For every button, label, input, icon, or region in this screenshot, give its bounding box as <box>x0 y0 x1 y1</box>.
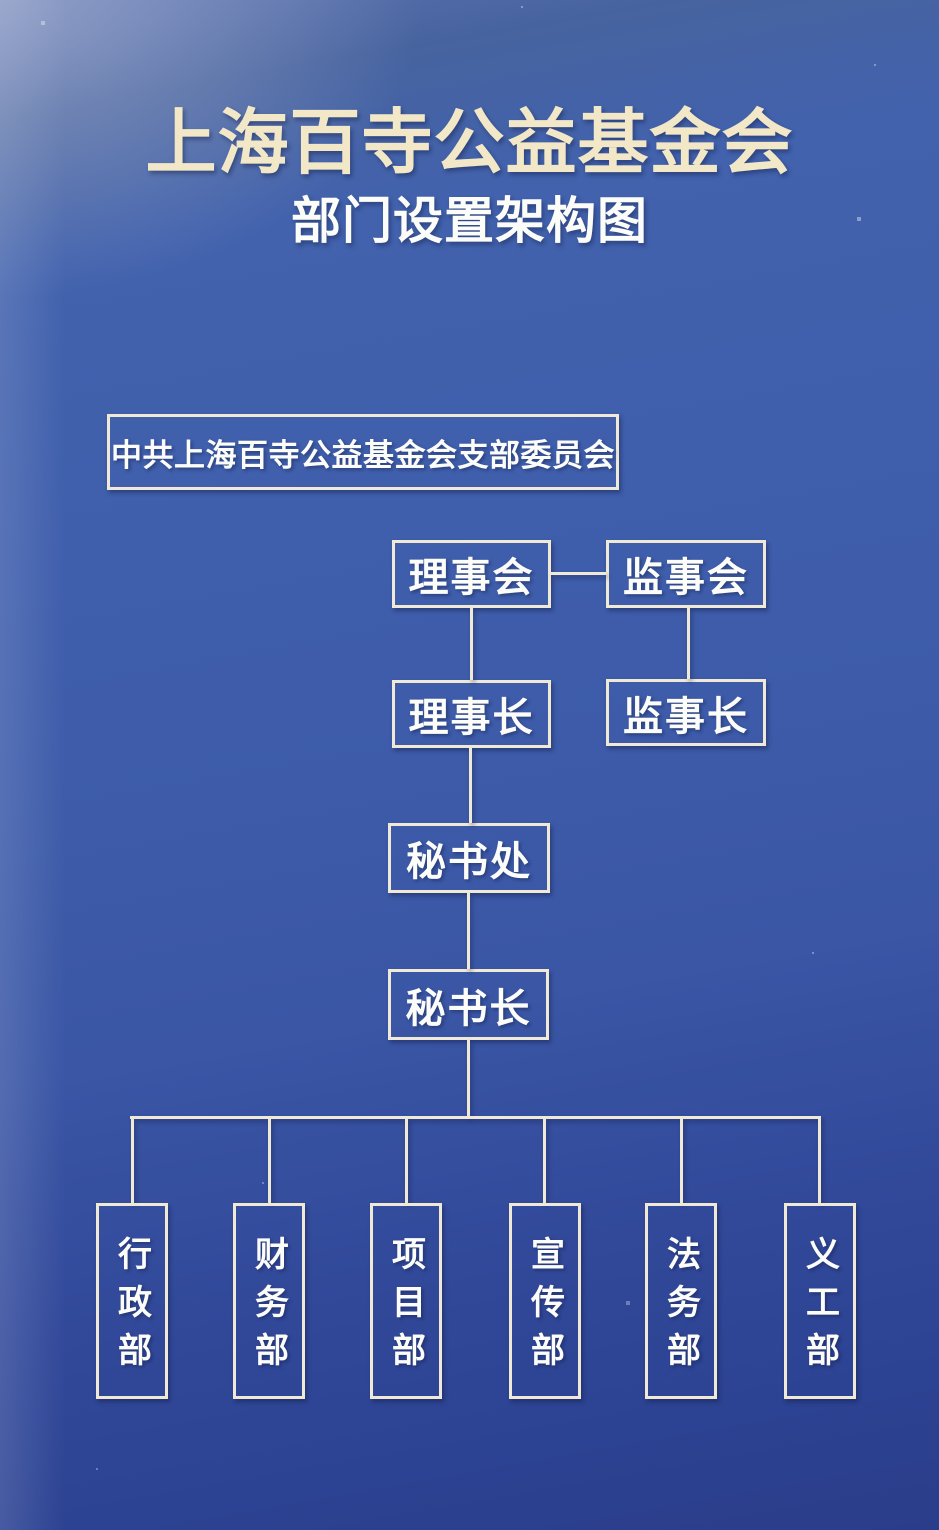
chart-subtitle: 部门设置架构图 <box>291 193 648 249</box>
connector-stub-admin <box>131 1119 134 1203</box>
dept-publicity-label: 宣传部 <box>525 1236 564 1380</box>
connector-stub-publicity <box>543 1119 546 1203</box>
secretariat-label: 秘书处 <box>406 840 532 884</box>
connector-stub-project <box>405 1119 408 1203</box>
foundation-title: 上海百寺公益基金会 <box>145 105 794 183</box>
node-supervisory-board: 监事会 <box>606 540 766 608</box>
node-dept-finance: 财务部 <box>233 1203 305 1399</box>
dept-volunteer-label: 义工部 <box>800 1236 839 1380</box>
connector-stub-legal <box>680 1119 683 1203</box>
connector-secretariat-secretary-general <box>467 893 470 969</box>
node-party-committee: 中共上海百寺公益基金会支部委员会 <box>107 414 619 490</box>
council-label: 理事会 <box>408 556 535 600</box>
node-dept-admin: 行政部 <box>96 1203 168 1399</box>
supervisory-board-label: 监事会 <box>623 556 749 600</box>
node-dept-volunteer: 义工部 <box>784 1203 856 1399</box>
connector-secretary-general-bus <box>467 1040 470 1116</box>
node-secretariat: 秘书处 <box>388 823 550 893</box>
node-dept-legal: 法务部 <box>645 1203 717 1399</box>
node-council: 理事会 <box>392 540 551 608</box>
node-dept-publicity: 宣传部 <box>509 1203 581 1399</box>
secretary-general-label: 秘书长 <box>405 986 532 1031</box>
dept-project-label: 项目部 <box>386 1236 425 1380</box>
dust-speckles <box>0 0 2 2</box>
connector-departments-bus <box>130 1116 821 1119</box>
connector-chairman-secretariat <box>469 748 472 823</box>
node-chief-supervisor: 监事长 <box>606 679 766 746</box>
party-committee-label: 中共上海百寺公益基金会支部委员会 <box>111 437 615 473</box>
connector-stub-finance <box>268 1119 271 1203</box>
connector-stub-volunteer <box>818 1119 821 1203</box>
node-dept-project: 项目部 <box>370 1203 442 1399</box>
connector-council-chairman <box>470 608 473 680</box>
dept-finance-label: 财务部 <box>249 1236 288 1380</box>
connector-supervisory-chief-supervisor <box>687 608 690 679</box>
node-secretary-general: 秘书长 <box>388 969 549 1040</box>
chairman-label: 理事长 <box>408 696 535 740</box>
connector-council-supervisory <box>551 572 606 575</box>
dept-admin-label: 行政部 <box>112 1236 151 1380</box>
chief-supervisor-label: 监事长 <box>623 694 749 739</box>
dept-legal-label: 法务部 <box>661 1236 700 1380</box>
node-chairman: 理事长 <box>392 680 551 748</box>
